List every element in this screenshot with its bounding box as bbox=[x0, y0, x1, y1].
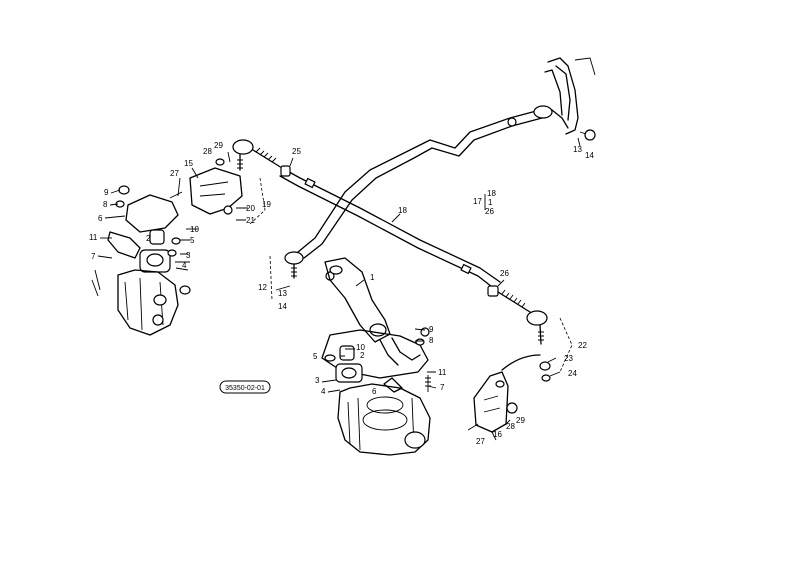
callout-20: 20 bbox=[246, 204, 255, 213]
callout-10-lower: 10 bbox=[356, 343, 365, 352]
bracket-upper bbox=[169, 158, 243, 215]
callout-13-right: 13 bbox=[573, 145, 582, 154]
callout-17: 17 bbox=[473, 197, 482, 206]
callout-3-left: 3 bbox=[186, 251, 191, 260]
callout-7-left: 7 bbox=[91, 252, 96, 261]
callout-9-lower: 9 bbox=[429, 325, 434, 334]
tie-rod bbox=[279, 167, 501, 291]
reference-code: 35350-02-01 bbox=[225, 385, 265, 392]
callout-29-upper: 29 bbox=[214, 141, 223, 150]
callout-11-lower: 11 bbox=[438, 368, 447, 377]
callout-18-rod: 18 bbox=[398, 206, 407, 215]
pitman-arm bbox=[324, 257, 391, 343]
callout-28-upper: 28 bbox=[203, 147, 212, 156]
callout-9-left: 9 bbox=[104, 188, 109, 197]
steering-box-upper-left bbox=[91, 185, 191, 336]
callout-6-left: 6 bbox=[98, 214, 103, 223]
callout-26-group: 26 bbox=[485, 207, 494, 216]
callout-13-middle: 13 bbox=[278, 289, 287, 298]
callout-8-left: 8 bbox=[103, 200, 108, 209]
callout-18-group: 18 bbox=[487, 189, 496, 198]
callout-23: 23 bbox=[564, 354, 573, 363]
callout-27-lower: 27 bbox=[476, 437, 485, 446]
callout-1: 1 bbox=[370, 273, 375, 282]
callout-11-left: 11 bbox=[89, 233, 98, 242]
callout-3-lower: 3 bbox=[315, 376, 320, 385]
callout-1-group: 1 bbox=[488, 198, 493, 207]
callout-25: 25 bbox=[292, 147, 301, 156]
callout-24: 24 bbox=[568, 369, 577, 378]
callout-2-left: 2 bbox=[146, 234, 151, 243]
callout-28-lower: 28 bbox=[506, 422, 515, 431]
callout-5-lower: 5 bbox=[313, 352, 318, 361]
callout-14-right: 14 bbox=[585, 151, 594, 160]
callout-29-lower: 29 bbox=[516, 416, 525, 425]
callout-6-lower: 6 bbox=[372, 387, 377, 396]
callout-5-left: 5 bbox=[190, 236, 195, 245]
reference-code-badge: 35350-02-01 bbox=[219, 380, 271, 394]
callout-4-lower: 4 bbox=[321, 387, 326, 396]
callout-14-middle: 14 bbox=[278, 302, 287, 311]
callout-19: 19 bbox=[262, 200, 271, 209]
drag-link-rod bbox=[297, 105, 569, 259]
callout-21: 21 bbox=[246, 216, 255, 225]
leader-lines bbox=[97, 137, 581, 441]
callout-16: 16 bbox=[493, 430, 502, 439]
tie-rod-end-lower-right bbox=[487, 285, 548, 345]
bracket-lower-right bbox=[467, 354, 541, 433]
callout-27-upper: 27 bbox=[170, 169, 179, 178]
callout-10-left: 10 bbox=[190, 225, 199, 234]
callout-22: 22 bbox=[578, 341, 587, 350]
callout-labels: 9 8 6 11 7 10 5 2 3 4 27 15 28 29 20 21 … bbox=[89, 141, 594, 446]
callout-7-lower: 7 bbox=[440, 383, 445, 392]
callout-4-left: 4 bbox=[182, 261, 187, 270]
callout-8-lower: 8 bbox=[429, 336, 434, 345]
callout-26-rod: 26 bbox=[500, 269, 509, 278]
callout-12: 12 bbox=[258, 283, 267, 292]
hardware-small bbox=[539, 129, 596, 382]
callout-15: 15 bbox=[184, 159, 193, 168]
callout-2-lower: 2 bbox=[360, 351, 365, 360]
frame-bracket-top-right bbox=[544, 57, 596, 135]
tie-rod-end-upper-left bbox=[232, 139, 291, 177]
steering-box-lower bbox=[321, 327, 431, 456]
